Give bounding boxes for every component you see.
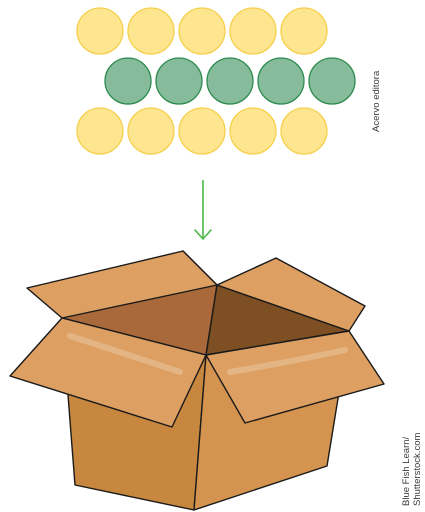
yellow-circle	[127, 107, 175, 155]
green-circle	[257, 57, 305, 105]
yellow-circle	[178, 7, 226, 55]
image-credit-top: Acervo editora	[371, 70, 382, 132]
circle-grid	[76, 7, 356, 155]
yellow-circle	[76, 107, 124, 155]
image-credit-bottom-line-1: Blue Fish Learn/	[401, 436, 412, 506]
yellow-circle	[280, 107, 328, 155]
box-highlight-right	[227, 347, 348, 375]
box-front-right-flap	[205, 330, 385, 424]
box-front-left-flap	[9, 317, 207, 428]
down-arrow	[194, 180, 212, 240]
yellow-circle	[127, 7, 175, 55]
green-circle	[206, 57, 254, 105]
cardboard-box	[9, 250, 385, 511]
green-circle	[155, 57, 203, 105]
box-highlight-left	[67, 333, 183, 375]
yellow-circle	[229, 7, 277, 55]
green-circle	[308, 57, 356, 105]
yellow-circle	[76, 7, 124, 55]
box-back-right-flap	[216, 257, 366, 332]
yellow-circle	[229, 107, 277, 155]
image-credit-bottom-line-2: Shutterstock.com	[412, 432, 423, 506]
image-credit-bottom: Blue Fish Learn/ Shutterstock.com	[401, 433, 423, 506]
yellow-circle	[280, 7, 328, 55]
green-circle	[104, 57, 152, 105]
yellow-circle	[178, 107, 226, 155]
